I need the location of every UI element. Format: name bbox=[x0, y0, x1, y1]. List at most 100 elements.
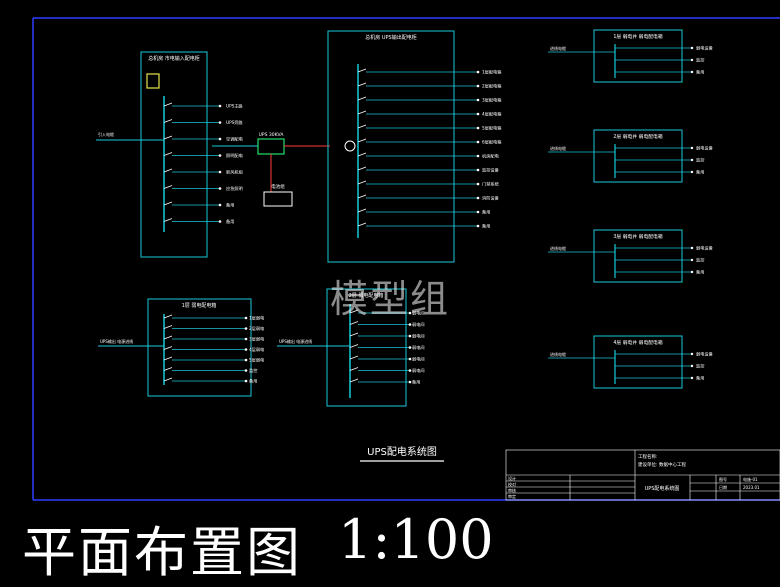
circuit-row: 备用 bbox=[163, 378, 257, 385]
feeder-label: UPS输出 电源进线 bbox=[279, 338, 312, 344]
circuit-label: 5层弱电 bbox=[249, 357, 265, 364]
title-block bbox=[505, 449, 780, 501]
title-block-project: 工程名称: bbox=[638, 453, 658, 460]
circuit-label: 1层弱电 bbox=[249, 315, 265, 322]
battery-icon bbox=[263, 191, 293, 207]
title-block-meta-label: 日期 bbox=[719, 484, 727, 490]
circuit-label: 备用 bbox=[412, 379, 420, 386]
circuit-label: 弱电设备 bbox=[696, 45, 714, 52]
panel-ups-output: 总机房 UPS输出配电柜 1层配电箱2层配电箱3层配电箱4层配电箱5层配电箱6层… bbox=[327, 30, 501, 263]
circuit-label: 监控 bbox=[696, 363, 705, 370]
panel-title: 2层 弱电井 弱电配电箱 bbox=[613, 133, 662, 140]
circuit-row: 1层配电箱 bbox=[357, 69, 501, 76]
circuit-label: 备用 bbox=[226, 218, 234, 225]
circuit-label: 5层配电箱 bbox=[482, 125, 501, 132]
feeder-label: 进线电缆 bbox=[550, 145, 566, 151]
right-panel-3: 3层 弱电井 弱电配电箱进线电缆弱电设备监控备用 bbox=[548, 229, 714, 283]
circuit-row: 弱电间 bbox=[349, 356, 425, 363]
circuit-label: 弱电间 bbox=[412, 321, 425, 328]
circuit-label: 弱电设备 bbox=[696, 351, 714, 358]
circuit-row: 备用 bbox=[349, 379, 420, 386]
title-block-meta-value: 2023.01 bbox=[743, 485, 760, 490]
circuit-label: 消防设备 bbox=[482, 195, 500, 202]
page-title: 平面布置图 bbox=[22, 521, 302, 584]
circuit-row: 5层弱电 bbox=[163, 357, 265, 364]
circuit-label: 备用 bbox=[226, 202, 234, 209]
feeder-label: UPS输出 电源进线 bbox=[100, 338, 133, 344]
circuit-label: 空调配电 bbox=[226, 136, 244, 143]
circuit-label: 监控 bbox=[249, 367, 258, 374]
panel-title: 2层 弱电配电箱 bbox=[349, 292, 384, 299]
circuit-label: 4层配电箱 bbox=[482, 111, 501, 118]
circuit-label: 备用 bbox=[696, 69, 704, 76]
circuit-row: 机房配电 bbox=[357, 153, 500, 160]
circuit-label: 监控 bbox=[696, 57, 705, 64]
circuit-label: 监控设备 bbox=[482, 167, 500, 174]
circuit-row: 6层配电箱 bbox=[357, 139, 501, 146]
circuit-row: 3层配电箱 bbox=[357, 97, 501, 104]
circuit-row: 照明配电 bbox=[163, 152, 244, 159]
drawing-frame bbox=[0, 0, 780, 502]
title-block-meta-label: 图号 bbox=[719, 476, 727, 482]
meter-icon bbox=[146, 73, 160, 89]
title-block-meta-value: 电施-01 bbox=[743, 476, 758, 482]
circuit-row: 弱电间 bbox=[349, 333, 425, 340]
feeder-label: 引入电缆 bbox=[98, 131, 114, 137]
circuit-label: 3层配电箱 bbox=[482, 97, 501, 104]
circuit-row: 弱电间 bbox=[349, 321, 425, 328]
battery-label: 电池组 bbox=[271, 183, 285, 190]
circuit-label: 监控 bbox=[696, 257, 705, 264]
feeder-label: 进线电缆 bbox=[550, 351, 566, 357]
panel-title: 4层 弱电井 弱电配电箱 bbox=[613, 339, 662, 346]
circuit-label: 弱电间 bbox=[412, 344, 425, 351]
title-block-sign-label: 审定 bbox=[508, 493, 516, 499]
panel-main-incoming: 总机房 市电输入配电柜 引入电缆 UPS主路UPS旁路空调配电照明配电新风机组应… bbox=[96, 51, 244, 258]
right-panel-4: 4层 弱电井 弱电配电箱进线电缆弱电设备监控备用 bbox=[548, 335, 714, 389]
circuit-row: 5层配电箱 bbox=[357, 125, 501, 132]
right-panel-group: 1层 弱电井 弱电配电箱进线电缆弱电设备监控备用2层 弱电井 弱电配电箱进线电缆… bbox=[548, 29, 714, 389]
title-block-sign-label: 设计 bbox=[508, 475, 516, 481]
circuit-label: 2层弱电 bbox=[249, 325, 265, 332]
circuit-row: 2层弱电 bbox=[163, 325, 265, 332]
circuit-label: 2层配电箱 bbox=[482, 83, 501, 90]
circuit-row: UPS旁路 bbox=[163, 119, 243, 126]
circuit-row: 备用 bbox=[357, 209, 490, 216]
circuit-label: 弱电设备 bbox=[696, 245, 714, 252]
circuit-label: UPS主路 bbox=[226, 103, 243, 110]
right-panel-2: 2层 弱电井 弱电配电箱进线电缆弱电设备监控备用 bbox=[548, 129, 714, 183]
circuit-row: 弱电间 bbox=[349, 344, 425, 351]
watermark: 模型组 bbox=[330, 277, 451, 321]
circuit-label: 1层配电箱 bbox=[482, 69, 501, 76]
circuit-label: 新风机组 bbox=[226, 169, 243, 176]
circuit-label: 弱电设备 bbox=[696, 145, 714, 152]
panel-floor-1: 1层 弱电配电箱 UPS输出 电源进线 1层弱电2层弱电3层弱电4层弱电5层弱电… bbox=[98, 298, 265, 397]
circuit-label: UPS旁路 bbox=[226, 119, 243, 126]
circuit-label: 备用 bbox=[696, 169, 704, 176]
circuit-row: 弱电间 bbox=[349, 367, 425, 374]
circuit-row: 备用 bbox=[357, 223, 490, 230]
circuit-label: 备用 bbox=[482, 209, 490, 216]
panel-title: 3层 弱电井 弱电配电箱 bbox=[613, 233, 662, 240]
feeder-label: 进线电缆 bbox=[550, 45, 566, 51]
title-block-drawing-name: UPS配电系统图 bbox=[645, 485, 680, 492]
circuit-row: 监控 bbox=[163, 367, 258, 374]
circuit-row: 门禁系统 bbox=[357, 181, 499, 188]
circuit-label: 门禁系统 bbox=[482, 181, 499, 188]
circuit-row: 备用 bbox=[163, 202, 234, 209]
circuit-row: 弱电间 bbox=[349, 310, 425, 317]
circuit-label: 4层弱电 bbox=[249, 346, 265, 353]
circuit-label: 弱电间 bbox=[412, 367, 425, 374]
right-panel-1: 1层 弱电井 弱电配电箱进线电缆弱电设备监控备用 bbox=[548, 29, 714, 83]
circuit-label: 备用 bbox=[696, 269, 704, 276]
circuit-row: 新风机组 bbox=[163, 169, 243, 176]
diagram-title: UPS配电系统图 bbox=[367, 445, 437, 458]
circuit-row: 4层弱电 bbox=[163, 346, 265, 353]
circuit-row: 备用 bbox=[163, 218, 234, 225]
circuit-row: 监控设备 bbox=[357, 167, 500, 174]
circuit-row: 3层弱电 bbox=[163, 336, 265, 343]
circuit-row: 4层配电箱 bbox=[357, 111, 501, 118]
circuit-row: 消防设备 bbox=[357, 195, 500, 202]
circuit-row: 空调配电 bbox=[163, 136, 244, 143]
circuit-label: 照明配电 bbox=[226, 152, 244, 159]
